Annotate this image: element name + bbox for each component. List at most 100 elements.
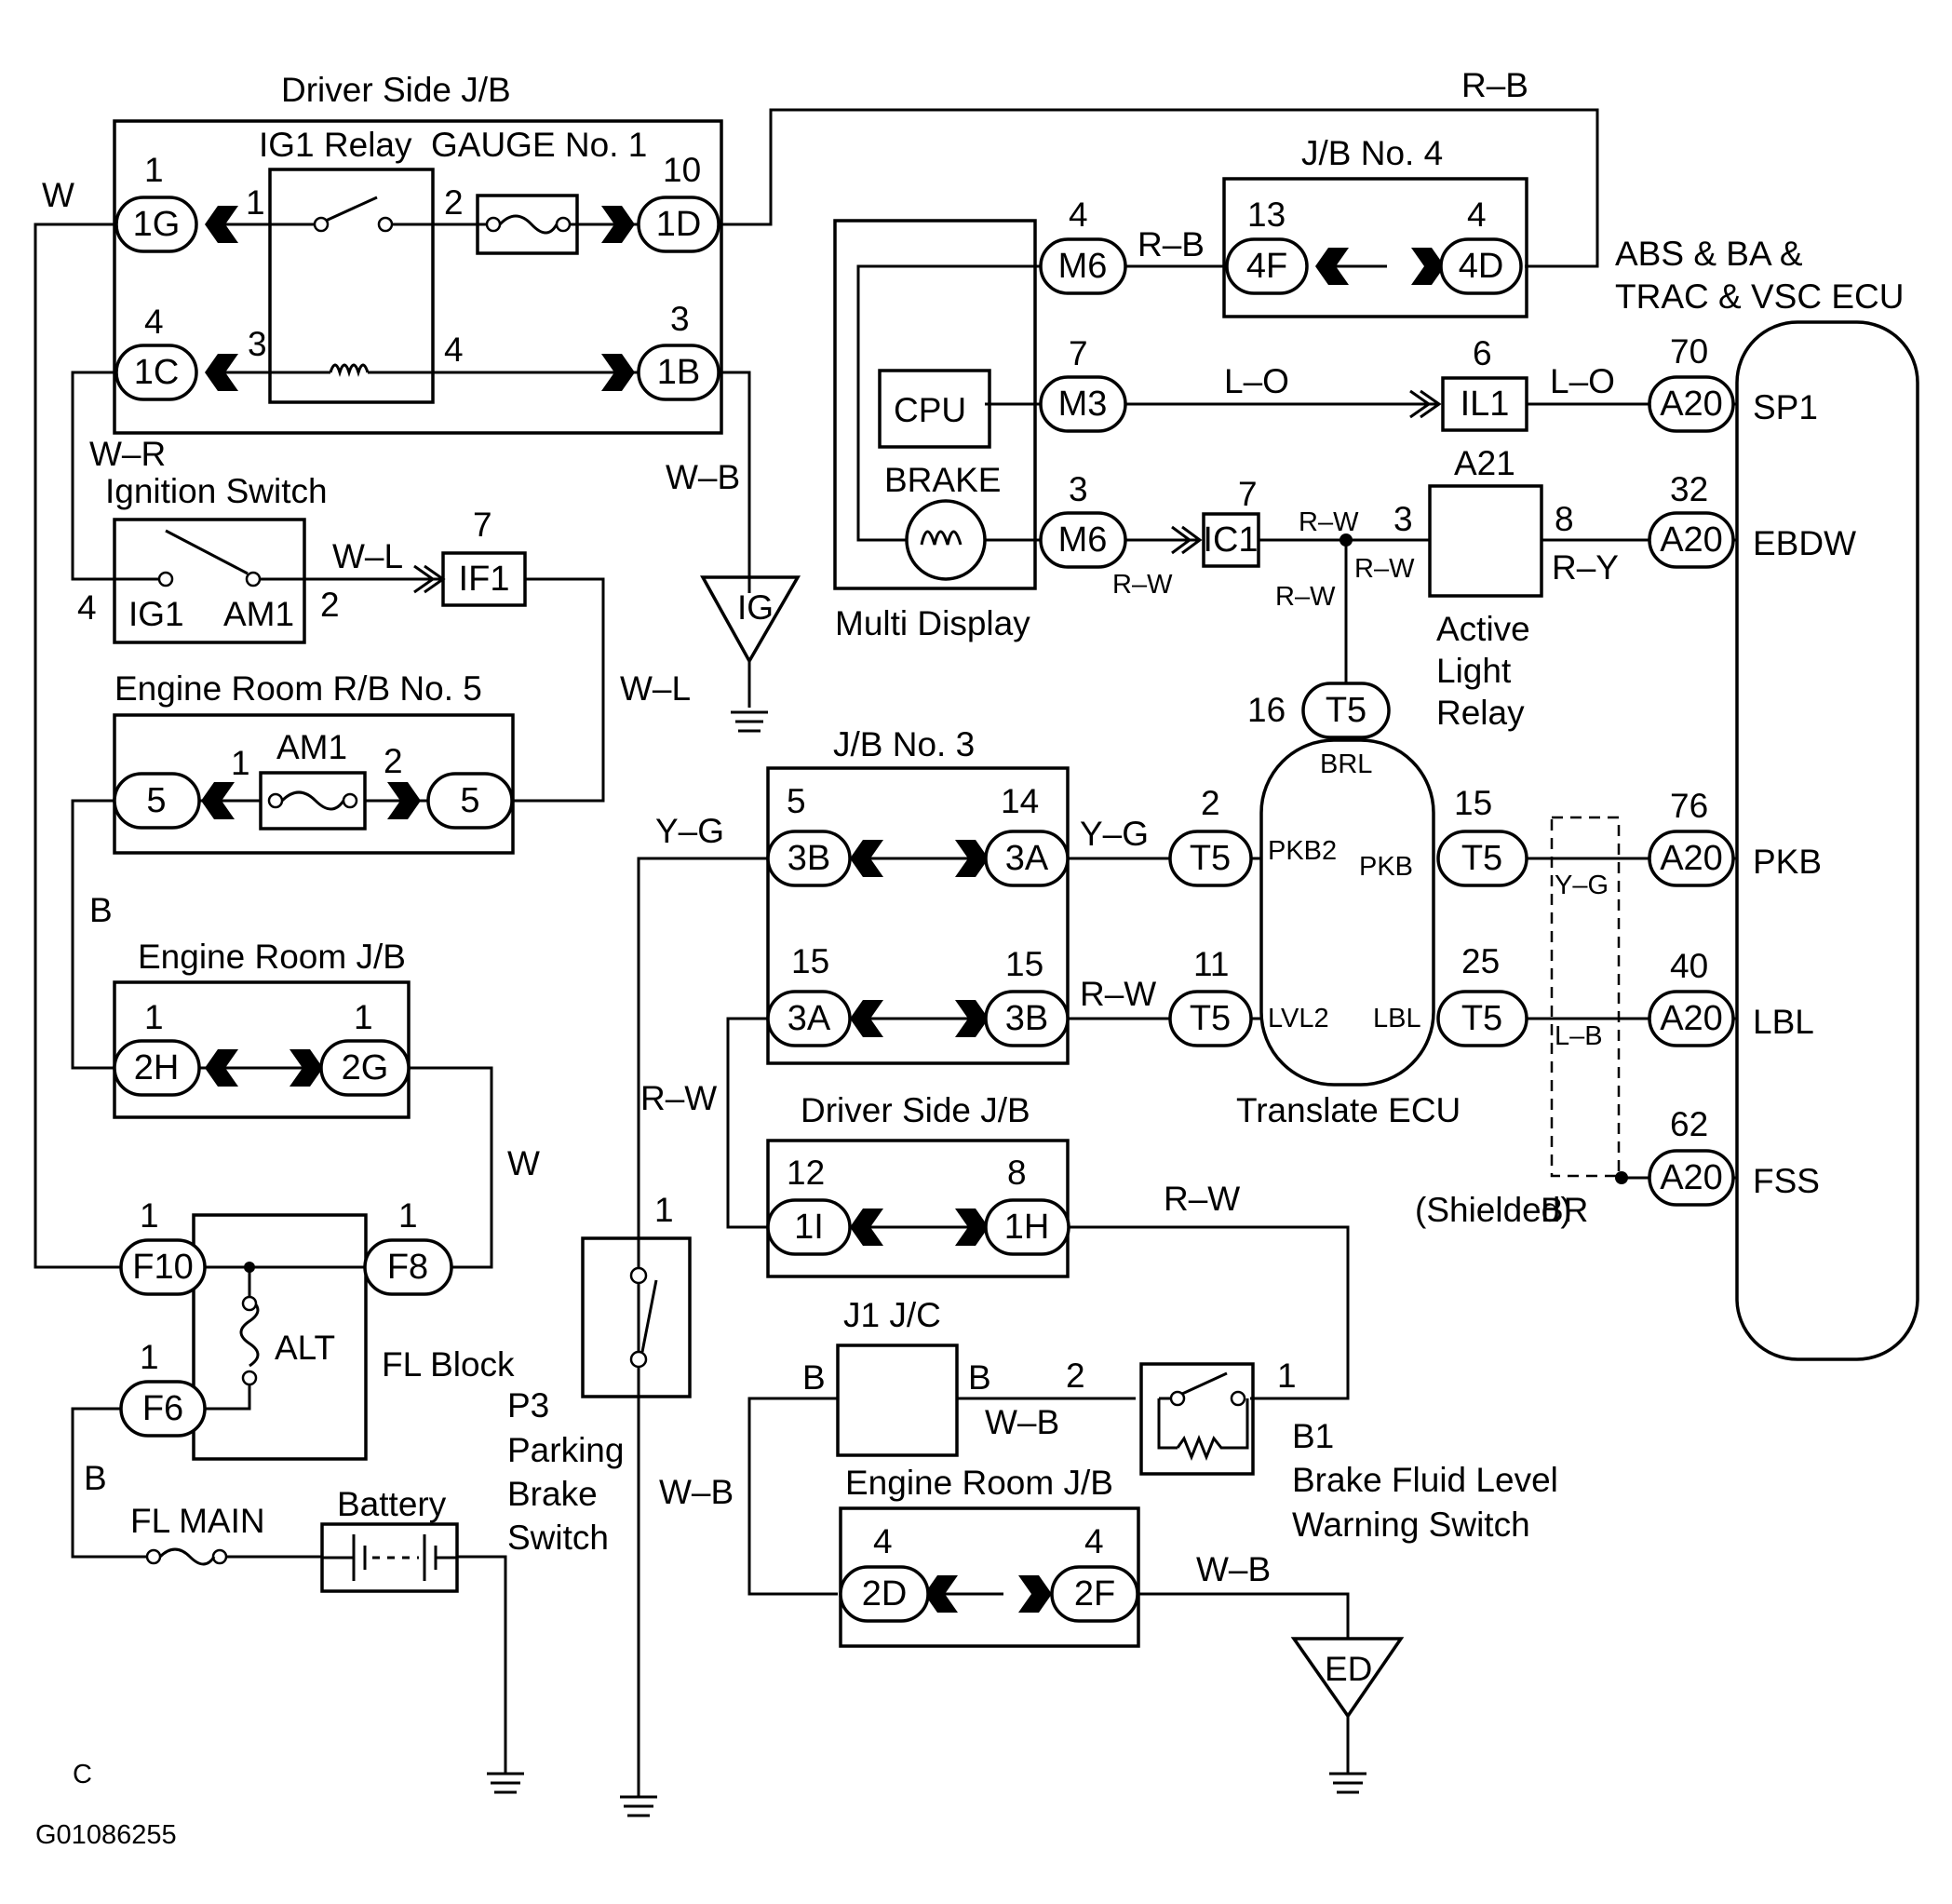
wire-yg-b: Y–G: [1080, 815, 1149, 853]
pin-3b: 5: [787, 782, 806, 820]
pin-1g: 1: [144, 151, 164, 189]
b1-switch-box: [1139, 1362, 1255, 1476]
shielded-label: (Shielded): [1415, 1191, 1572, 1229]
pin-a21-in: 3: [1393, 500, 1413, 538]
junction-dot: [1339, 533, 1353, 547]
wire-b-fl: B: [84, 1459, 107, 1497]
pin-t5-pkb: 15: [1454, 784, 1492, 822]
pin-1d: 10: [663, 151, 701, 189]
fl-main-fuse-icon: [145, 1548, 162, 1565]
b1-label-2: Brake Fluid Level: [1292, 1461, 1558, 1499]
engine-rb5-box: [113, 713, 515, 855]
relay-coil-icon: [329, 363, 370, 378]
svg-text:IF1: IF1: [459, 560, 510, 599]
cpu-label: CPU: [894, 391, 966, 429]
wire-rb-top: R–B: [1461, 66, 1528, 104]
pin-am1-2: 2: [384, 742, 403, 780]
pin-ig-2: 2: [320, 586, 340, 624]
svg-text:2F: 2F: [1074, 1574, 1115, 1614]
pin-4f: 13: [1247, 196, 1286, 234]
wire-ry: R–Y: [1552, 548, 1619, 587]
svg-text:A20: A20: [1660, 999, 1723, 1038]
figure-id: G01086255: [35, 1820, 177, 1850]
connector-a20-fss: A20: [1648, 1149, 1735, 1207]
wire-lo-b: L–O: [1550, 362, 1615, 400]
alt-label: ALT: [275, 1329, 335, 1367]
driver-jb-mid-label: Driver Side J/B: [801, 1091, 1030, 1129]
wire-lo-a: L–O: [1224, 362, 1289, 400]
pin-m6-bottom: 3: [1069, 470, 1088, 508]
active-light-relay-box: [1428, 484, 1543, 598]
pin-pkb: 76: [1670, 787, 1708, 825]
p3-label-4: Switch: [507, 1519, 609, 1557]
wire-wl-a: W–L: [332, 537, 403, 575]
battery-label: Battery: [337, 1485, 447, 1523]
svg-text:5: 5: [146, 781, 166, 820]
pin-ig-4: 4: [77, 588, 97, 627]
wire-w-right: W: [507, 1144, 540, 1182]
connector-m6-top: M6: [1039, 237, 1127, 295]
ignition-contact-icon: [157, 571, 174, 587]
svg-text:5: 5: [460, 781, 479, 820]
wire-rb-mid: R–B: [1138, 225, 1205, 263]
pin-ic1: 7: [1238, 475, 1258, 513]
svg-text:M6: M6: [1058, 247, 1108, 286]
ignition-switch-label: Ignition Switch: [105, 472, 328, 510]
svg-text:F6: F6: [142, 1389, 183, 1428]
wire-br: BR: [1541, 1191, 1588, 1229]
ig1-relay-box: [268, 168, 435, 404]
wire-rw-vert: R–W: [640, 1079, 717, 1117]
connector-1h: 1H: [984, 1198, 1070, 1256]
pin-b1-1: 1: [1277, 1357, 1297, 1395]
svg-text:1B: 1B: [657, 353, 700, 392]
svg-text:IC1: IC1: [1203, 520, 1258, 560]
gauge-no1-label: GAUGE No. 1: [431, 126, 647, 164]
terminal-labels: IG1 AM1 SP1 EBDW PKB LBL FSS BRL PKB2 PK…: [128, 388, 1856, 1200]
svg-text:F10: F10: [132, 1248, 193, 1287]
block-labels: Driver Side J/B IG1 Relay GAUGE No. 1 J/…: [35, 71, 1904, 1850]
wire-yg-a: Y–G: [655, 812, 724, 850]
wire-w-top: W: [42, 176, 74, 214]
pin-f6: 1: [140, 1338, 159, 1376]
pin-relay-1: 1: [246, 183, 265, 222]
a21-label: A21: [1454, 444, 1515, 482]
svg-text:A20: A20: [1660, 520, 1723, 560]
terminal-sp1: SP1: [1753, 388, 1818, 426]
ground-ed-label: ED: [1325, 1650, 1372, 1688]
wire-wl-b: W–L: [620, 669, 691, 708]
p3-label-3: Brake: [507, 1475, 598, 1513]
connector-5-left: 5: [113, 772, 201, 830]
p3-label-2: Parking: [507, 1431, 624, 1469]
connector-3a-left: 3A: [766, 990, 852, 1047]
connector-1d: 1D: [637, 196, 720, 253]
active-relay-label-2: Light: [1436, 652, 1512, 690]
wire-b-j1a: B: [802, 1358, 826, 1397]
connector-3b-left: 3B: [766, 830, 852, 887]
wire-wb-vert: W–B: [659, 1473, 734, 1511]
jb-no4-box: [1222, 177, 1528, 318]
svg-text:3A: 3A: [788, 999, 831, 1038]
p3-contact-icon: [629, 1266, 648, 1285]
terminal-pkb-ecu: PKB: [1753, 843, 1822, 881]
svg-text:F8: F8: [387, 1248, 428, 1287]
translate-ecu-box: [1259, 738, 1435, 1087]
pin-lbl: 40: [1670, 947, 1708, 985]
ground-ig-icon: [700, 575, 801, 733]
engine-jb-bottom-label: Engine Room J/B: [845, 1464, 1113, 1502]
wire-wb-ed: W–B: [1196, 1550, 1271, 1588]
svg-text:T5: T5: [1326, 691, 1366, 730]
active-relay-label-3: Relay: [1436, 694, 1525, 732]
terminal-ig1: IG1: [128, 595, 184, 633]
j1-jc-box: [836, 1344, 959, 1457]
b1-switch-icon: [1157, 1371, 1249, 1462]
pin-relay-2: 2: [444, 183, 464, 222]
svg-text:3A: 3A: [1005, 839, 1049, 878]
wire-b-j1b: B: [968, 1358, 991, 1397]
driver-side-jb-mid-box: [766, 1139, 1070, 1278]
pin-1b: 3: [670, 300, 690, 338]
wire-rw-ic1b: R–W: [1112, 570, 1173, 600]
svg-text:1G: 1G: [133, 205, 181, 244]
connector-1c: 1C: [114, 344, 198, 401]
connector-il1: IL1: [1441, 376, 1528, 432]
svg-text:2D: 2D: [862, 1574, 908, 1614]
